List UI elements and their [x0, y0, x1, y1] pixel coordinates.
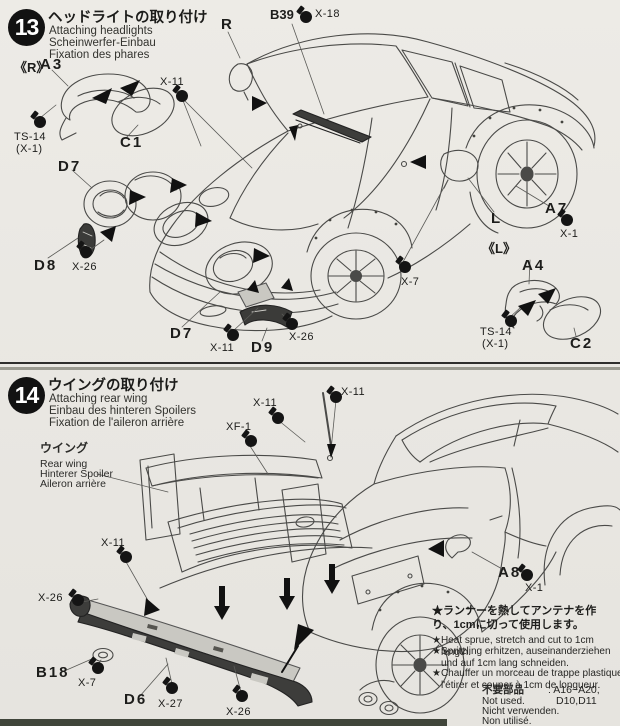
- wing-caption-ja: ウイング: [40, 441, 89, 455]
- step-13-badge: 13: [8, 9, 45, 46]
- paint-callout-x7-b: X-7: [78, 677, 97, 689]
- assembly-arrows-14: [144, 444, 444, 650]
- paint-callout-ts14-r: TS-14: [480, 326, 512, 338]
- part-label-d9: D9: [251, 339, 275, 356]
- step-13-title-de: Scheinwerfer-Einbau: [49, 37, 156, 49]
- paint-callout-x1-a8: X-1: [525, 582, 544, 594]
- step-14-title-fr: Fixation de l'aileron arrière: [49, 417, 185, 429]
- step-14-badge: 14: [8, 377, 45, 414]
- assembly-arrows-13: [92, 80, 556, 316]
- part-label-c1: C1: [120, 134, 144, 151]
- part-label-b18: B18: [36, 664, 70, 681]
- paint-dot: [236, 690, 248, 702]
- rear-wing-part: [139, 453, 353, 573]
- paint-callout-x11-bottom: X-11: [210, 342, 235, 354]
- step-14-title-de: Einbau des hinteren Spoilers: [49, 405, 197, 417]
- paint-dot: [92, 662, 104, 674]
- paint-callout-x18: X-18: [315, 8, 340, 20]
- mirror-part-l: [400, 149, 479, 189]
- rear-bumper-part-d6: [69, 595, 313, 707]
- not-used-parts-2: D10,D11: [556, 695, 597, 707]
- wing-caption-en: Rear wing: [40, 458, 88, 470]
- paint-dot: [286, 318, 298, 330]
- paint-callout-ts14-x1: (X-1): [16, 143, 43, 155]
- part-label-a8: A8: [498, 564, 522, 581]
- paint-callout-x11-a: X-11: [253, 397, 278, 409]
- not-used-ja: 不要部品: [482, 684, 524, 696]
- page-edge-strip: [0, 719, 447, 726]
- paint-dot: [399, 261, 411, 273]
- paint-dot: [245, 435, 257, 447]
- car-rear-illustration: [159, 393, 620, 716]
- note-ja: ★ランナーを熱してアンテナを作り、1cmに切って使用します。: [432, 605, 597, 631]
- paint-callout-x26-bottom: X-26: [289, 331, 314, 343]
- section-divider-band: [0, 367, 620, 370]
- paint-dot: [521, 569, 533, 581]
- step-13-title-en: Attaching headlights: [49, 25, 153, 37]
- paint-dot: [80, 246, 92, 258]
- mirror-part-r: [228, 63, 253, 101]
- part-label-d6: D6: [124, 691, 148, 708]
- part-label-a4: A4: [522, 257, 546, 274]
- part-label-r: R: [221, 16, 234, 33]
- step-13-title-fr: Fixation des phares: [49, 49, 150, 61]
- part-b18: [92, 647, 114, 663]
- part-label-d7-bottom: D7: [170, 325, 194, 342]
- headlight-part-a4-c2: [504, 279, 602, 340]
- note-en: ★Heat sprue, stretch and cut to 1cm leng…: [432, 635, 594, 658]
- paint-callout-x7: X-7: [401, 276, 420, 288]
- paint-dot: [120, 551, 132, 563]
- section-divider-line: [0, 362, 620, 364]
- paint-callout-x26-a: X-26: [38, 592, 63, 604]
- not-used-de: Nicht verwenden.: [482, 706, 560, 717]
- part-label-d7-top: D7: [58, 158, 82, 175]
- headlight-part-a3-c1: [59, 73, 175, 141]
- not-used-parts-1: : A16~A20,: [548, 684, 600, 696]
- wing-caption-fr: Aileron arrière: [40, 478, 106, 490]
- side-indicator-l: 《L》: [482, 241, 516, 256]
- paint-callout-ts14-r-x1: (X-1): [482, 338, 509, 350]
- car-front-illustration: [149, 33, 596, 332]
- wing-caption-de: Hinterer Spoiler: [40, 468, 113, 480]
- paint-dot: [330, 391, 342, 403]
- paint-dot: [166, 682, 178, 694]
- wiper-part-b39: [292, 109, 372, 144]
- paint-dot: [505, 315, 517, 327]
- paint-dot: [72, 594, 84, 606]
- leader-lines-14: [61, 399, 505, 697]
- part-label-b39: B39: [270, 7, 294, 22]
- part-label-d8: D8: [34, 257, 58, 274]
- step-14-title-ja: ウイングの取り付け: [48, 378, 179, 394]
- not-used-en: Not used.: [482, 696, 525, 707]
- side-indicator-r: 《R》: [14, 60, 50, 75]
- note-fr: ★Chauffer un morceau de trappe plastique…: [432, 668, 620, 691]
- part-label-l: L: [491, 210, 503, 227]
- step-14-title-en: Attaching rear wing: [49, 393, 148, 405]
- paint-callout-x1: X-1: [560, 228, 579, 240]
- paint-dot: [561, 214, 573, 226]
- part-a8: [445, 534, 471, 559]
- not-used-fr: Non utilisé.: [482, 716, 532, 726]
- antenna-part: [322, 392, 332, 447]
- paint-dot: [227, 329, 239, 341]
- note-de: ★Spritzling erhitzen, auseinanderziehen …: [432, 646, 611, 669]
- step-13-title-ja: ヘッドライトの取り付け: [48, 10, 208, 26]
- paint-callout-x11-b: X-11: [341, 386, 366, 398]
- leader-lines-13: [39, 23, 577, 342]
- paint-callout-x26-top: X-26: [72, 261, 97, 273]
- paint-dot: [176, 90, 188, 102]
- paint-callout-x27: X-27: [158, 698, 183, 710]
- paint-dot: [34, 116, 46, 128]
- paint-dot: [300, 11, 312, 23]
- paint-callout-ts14: TS-14: [14, 131, 46, 143]
- part-label-a3: A3: [40, 56, 64, 73]
- paint-dot: [272, 412, 284, 424]
- part-label-c2: C2: [570, 335, 594, 352]
- paint-callout-x26-b: X-26: [226, 706, 251, 718]
